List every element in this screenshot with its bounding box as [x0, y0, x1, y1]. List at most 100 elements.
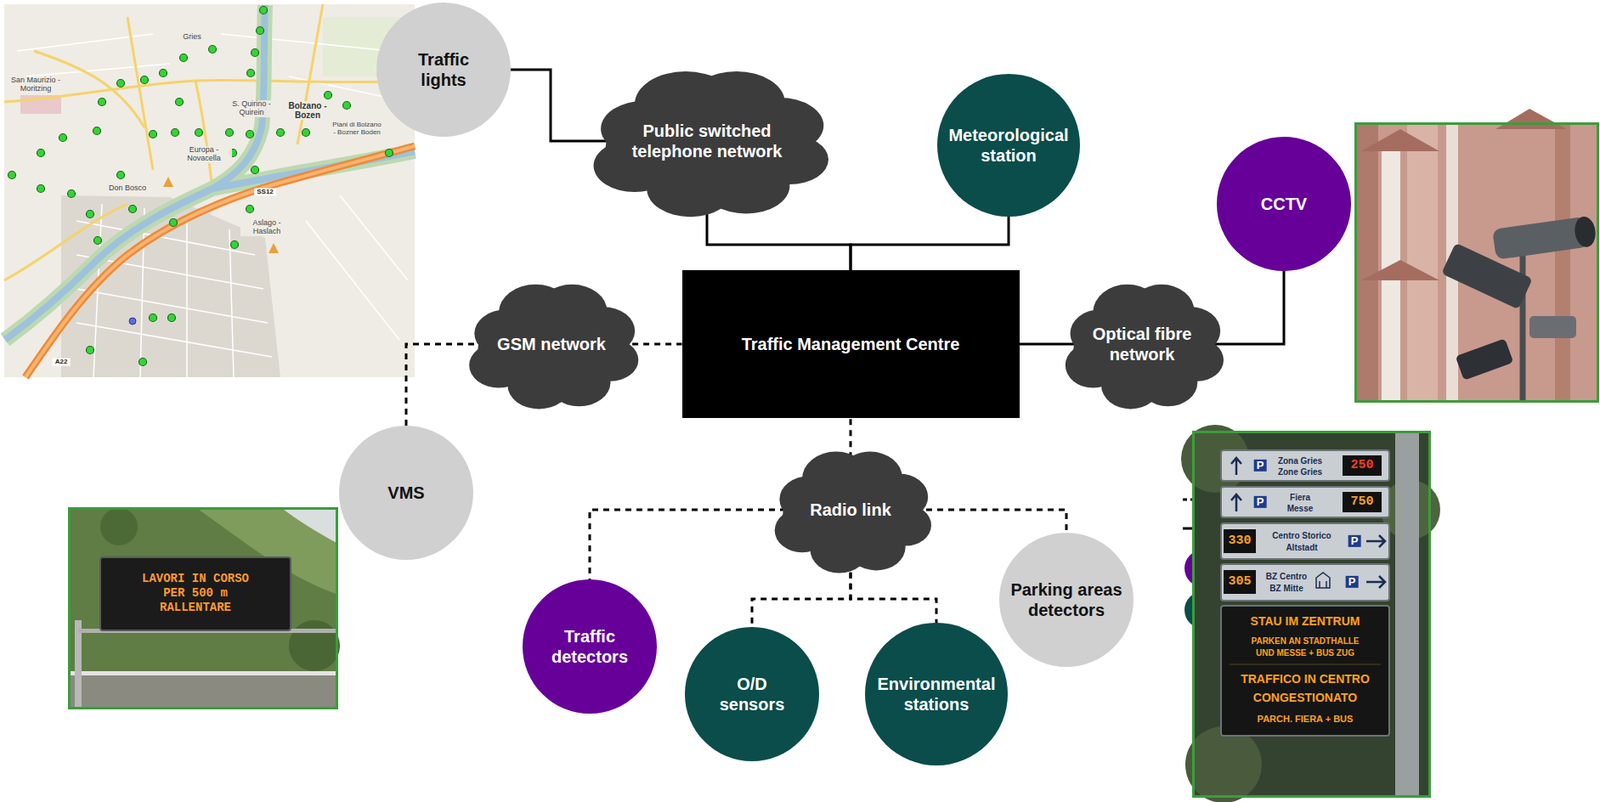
node-text: Public switched telephone network	[617, 120, 797, 162]
connector	[850, 216, 1009, 271]
map-ground	[4, 4, 415, 378]
led-counters	[1223, 455, 1382, 594]
map-label: Don Bosco	[106, 184, 149, 193]
vms-text: PER 500 m	[163, 587, 228, 600]
cctv-photo	[1354, 108, 1599, 403]
camera	[1455, 338, 1515, 380]
node-label: O/D sensors	[709, 673, 795, 715]
device-circle: VMS	[339, 425, 474, 560]
traffic-light-dots	[8, 6, 394, 367]
pediment	[1361, 260, 1440, 281]
led-counter	[1342, 455, 1382, 476]
road	[195, 80, 213, 189]
sign-text: Zona Gries	[1277, 456, 1323, 466]
node-text: GSM network	[497, 333, 606, 355]
connectors	[406, 69, 1284, 628]
connector	[1019, 343, 1078, 346]
sky	[280, 507, 339, 544]
building-icon	[1316, 572, 1330, 588]
sign-panel	[1221, 564, 1390, 601]
signal-dot	[231, 241, 239, 249]
led-text: STAU IM ZENTRUM	[1250, 615, 1361, 628]
node-text: O/D sensors	[709, 673, 795, 715]
signal-dot	[86, 210, 95, 219]
signal-dot	[251, 49, 260, 57]
foliage	[1185, 726, 1262, 802]
map-label: Gries	[180, 33, 204, 42]
node-text: CCTV	[1260, 193, 1307, 215]
pediment	[1361, 129, 1440, 152]
sign-panel	[1221, 523, 1390, 560]
node-label: Traffic detectors	[538, 626, 641, 668]
node-text: Traffic lights	[396, 49, 491, 91]
highway	[25, 146, 415, 378]
sign-text: Fiera	[1289, 492, 1311, 503]
signal-dot	[277, 129, 285, 137]
circle-fill	[376, 2, 511, 137]
road	[67, 675, 339, 710]
led-number: 330	[1227, 534, 1251, 549]
network-cloud: Public switched telephone network	[586, 63, 829, 219]
road-number: A22	[52, 358, 71, 367]
signal-dot	[149, 130, 158, 139]
signal-dot	[343, 101, 351, 110]
pediment	[1495, 108, 1567, 130]
tree	[100, 508, 138, 546]
device-circle: Environmental stations	[865, 622, 1008, 766]
pilaster	[1554, 122, 1571, 403]
hillside	[67, 507, 339, 710]
signal-dot	[260, 6, 268, 15]
river-bank	[5, 151, 415, 340]
map-roads	[4, 4, 415, 281]
signal-dot	[67, 190, 76, 198]
signal-dot	[256, 27, 265, 35]
connector	[589, 509, 786, 580]
signal-dot	[171, 129, 180, 137]
building-wall	[1354, 122, 1599, 403]
box-fill	[682, 270, 1020, 419]
node-text: Traffic detectors	[538, 626, 641, 668]
sign-panel	[1221, 450, 1390, 481]
device-circle: Traffic detectors	[522, 579, 657, 714]
node-label: Public switched telephone network	[617, 120, 797, 162]
arrow-right	[1366, 535, 1386, 548]
highway	[25, 146, 415, 378]
led-text: PARKEN AN STADTHALLE	[1250, 636, 1359, 646]
road	[297, 4, 323, 145]
city-map	[4, 4, 415, 378]
map-label: Europa - Novacella	[175, 146, 232, 164]
signal-dot	[169, 219, 178, 227]
signal-dot	[251, 166, 260, 175]
led-number: 305	[1227, 575, 1251, 590]
device-circle: O/D sensors	[684, 627, 820, 762]
signal-dot	[168, 314, 176, 323]
rivers	[5, 5, 415, 340]
node-label: VMS	[387, 482, 425, 504]
panel-divider	[1229, 664, 1381, 666]
camera	[1441, 243, 1533, 311]
sign-pole	[1395, 430, 1420, 798]
circle-fill	[865, 622, 1008, 766]
signal-dot	[226, 129, 234, 137]
camera-pole	[1520, 246, 1527, 403]
signal-dot	[117, 171, 125, 180]
sign-text: Centro Storico	[1272, 531, 1331, 541]
parking-symbol: P	[1348, 535, 1362, 548]
circle-fill	[522, 579, 657, 714]
node-text: Parking areas detectors	[1002, 579, 1131, 621]
circle-outline	[376, 2, 511, 137]
circle-fill	[999, 532, 1134, 668]
vms-photo	[67, 507, 340, 710]
led-counter	[1223, 529, 1256, 554]
node-text: Traffic Management Centre	[741, 333, 961, 355]
sign-panels	[1221, 450, 1390, 601]
parking-sign-photo	[1181, 424, 1441, 802]
vms-panel	[100, 557, 291, 631]
led-number: 750	[1350, 495, 1374, 510]
node-label: CCTV	[1260, 193, 1307, 215]
line-stub	[1182, 527, 1193, 531]
signal-dot	[302, 129, 311, 137]
signal-dot	[139, 358, 147, 367]
signal-dot	[195, 129, 204, 137]
node-text: Optical fibre network	[1078, 323, 1206, 365]
